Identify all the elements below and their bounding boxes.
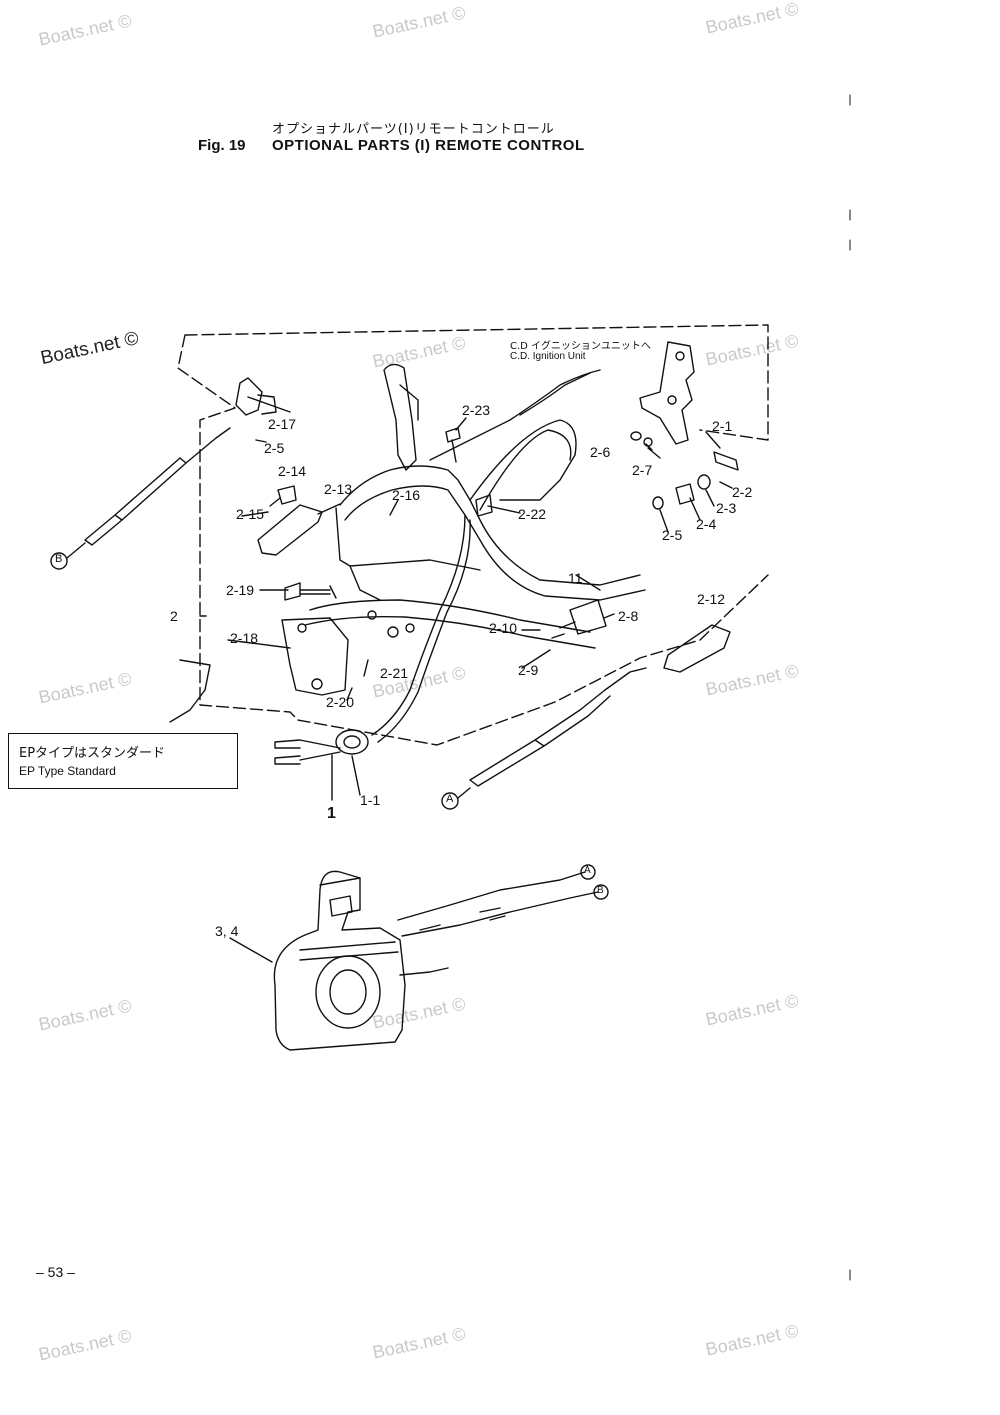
ref-a-letter-lower: A — [584, 865, 591, 876]
part-label: 2-2 — [732, 484, 753, 500]
ref-a-lower — [580, 864, 596, 880]
ref-b-lower — [593, 884, 609, 900]
ref-b-letter: B — [55, 553, 63, 565]
part-label: 2-7 — [632, 462, 653, 478]
frame-bar — [339, 465, 641, 586]
ref-a-letter: A — [446, 793, 454, 805]
part-label: 2-4 — [696, 516, 717, 532]
title-japanese: オプショナルパーツ(I)リモートコントロール — [272, 122, 555, 137]
bolt-2-19 — [284, 582, 337, 601]
part-label: 2-16 — [392, 487, 421, 503]
part-label: 2-20 — [326, 694, 355, 710]
part-label: 2-1 — [712, 418, 733, 434]
part-label: 2-23 — [462, 402, 491, 418]
main-cable — [371, 514, 466, 736]
part-label: 2-6 — [590, 444, 611, 460]
grommet — [335, 729, 369, 755]
ref-b-circle — [50, 552, 68, 570]
part-label: 2-10 — [489, 620, 518, 636]
ref-a-circle — [441, 792, 459, 810]
cable-end-cover — [663, 624, 731, 673]
ref-b-letter-lower: B — [597, 885, 604, 896]
part-label: 2-18 — [230, 630, 259, 646]
part-label: 2-8 — [618, 608, 639, 624]
mount-bracket — [281, 617, 349, 696]
part-label: 11 — [568, 570, 583, 586]
part-label: 2-22 — [518, 506, 547, 522]
part-label: 2-3 — [716, 500, 737, 516]
wire-harness — [429, 369, 601, 461]
part-label: 2 — [170, 608, 178, 624]
part-label: 2-15 — [236, 506, 265, 522]
part-label: 2-5 — [264, 440, 285, 456]
part-label: 3, 4 — [215, 923, 239, 939]
part-label: 2-5 — [662, 527, 683, 543]
ep-note-en: EP Type Standard — [19, 764, 116, 778]
cable-a — [469, 667, 647, 787]
part-label: 1 — [327, 805, 336, 822]
part-label: 1-1 — [360, 792, 381, 808]
assembly-boundary — [177, 324, 769, 746]
part-label: 2-17 — [268, 416, 297, 432]
ep-note-jp: EPタイプはスタンダード — [19, 746, 166, 761]
cd-ignition-label-jp: C.D イグニッションユニットへ — [510, 341, 651, 352]
link-plate — [639, 341, 695, 445]
part-label: 2-9 — [518, 662, 539, 678]
part-label: 2-12 — [697, 591, 726, 607]
cable-b — [84, 427, 231, 546]
part-label: 2-14 — [278, 463, 307, 479]
part-label: 2-21 — [380, 665, 409, 681]
part-label: 2-19 — [226, 582, 255, 598]
figure-number: Fig. 19 — [198, 137, 246, 154]
cover-plate — [257, 504, 323, 556]
figure-title: OPTIONAL PARTS (I) REMOTE CONTROL — [272, 137, 585, 154]
part-label: 2-13 — [324, 481, 353, 497]
throttle-bracket — [383, 363, 417, 471]
page-number: – 53 – — [36, 1264, 75, 1280]
cd-ignition-label: C.D. Ignition Unit — [510, 351, 586, 362]
ep-type-note: EPタイプはスタンダード EP Type Standard — [8, 733, 238, 789]
remote-control-box — [273, 870, 406, 1051]
